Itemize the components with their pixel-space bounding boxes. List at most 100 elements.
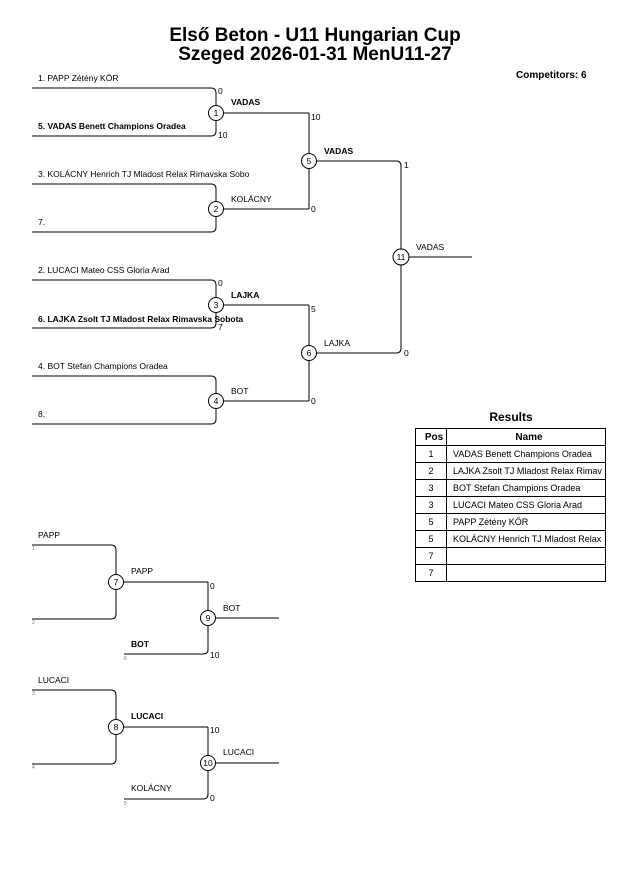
table-row: 7: [415, 547, 606, 565]
competitors-count: Competitors: 6: [516, 70, 587, 81]
result-pos: 7: [415, 547, 447, 565]
repechage-1-top-name: PAPP: [38, 530, 60, 540]
match-8-winner: LUCACI: [131, 711, 163, 721]
match-10-winner: LUCACI: [223, 747, 254, 757]
final-score-bottom: 0: [404, 348, 409, 358]
result-name: LAJKA Zsolt TJ Mladost Relax Rimav: [446, 462, 606, 480]
match-9-circle: [200, 610, 216, 626]
match-7-circle: [108, 574, 124, 590]
match-9-score-bottom: 10: [210, 650, 220, 660]
result-name: [446, 564, 606, 582]
result-pos: 3: [415, 496, 447, 514]
table-row: 7: [415, 564, 606, 582]
result-pos: 1: [415, 445, 447, 463]
match-8-circle: [108, 719, 124, 735]
result-name: LUCACI Mateo CSS Gloria Arad: [446, 496, 606, 514]
match-2-circle: [208, 201, 224, 217]
match-6-circle: [301, 345, 317, 361]
competitor-seed-6: 6. LAJKA Zsolt TJ Mladost Relax Rimavska…: [38, 314, 243, 324]
final-score-top: 1: [404, 160, 409, 170]
match-3-score-bottom: 7: [218, 322, 223, 332]
match-11-number: 11: [397, 252, 406, 262]
repechage-2-top-seed: 3: [32, 691, 35, 697]
match-3-winner: LAJKA: [231, 290, 259, 300]
competitor-seed-2: 2. LUCACI Mateo CSS Gloria Arad: [38, 265, 170, 275]
results-header-pos: Pos: [415, 428, 447, 446]
match-3-score-top: 0: [218, 278, 223, 288]
match-9-number: 9: [206, 613, 211, 623]
result-pos: 3: [415, 479, 447, 497]
match-8-number: 8: [114, 722, 119, 732]
repechage-2-top-name: LUCACI: [38, 675, 69, 685]
match-5-number: 5: [307, 156, 312, 166]
result-pos: 7: [415, 564, 447, 582]
result-name: VADAS Benett Champions Oradea: [446, 445, 606, 463]
match-6-winner: LAJKA: [324, 338, 350, 348]
match-9-score-top: 0: [210, 581, 215, 591]
competitor-seed-3: 3. KOLÁCNY Henrich TJ Mladost Relax Rima…: [38, 169, 250, 179]
result-name: BOT Stefan Champions Oradea: [446, 479, 606, 497]
repechage-2-entrant-seed: 5: [124, 801, 127, 807]
match-5-score-bottom: 0: [311, 204, 316, 214]
match-1-circle: [208, 105, 224, 121]
title-line-2: Szeged 2026-01-31 MenU11-27: [178, 44, 452, 65]
competitor-seed-4: 4. BOT Stefan Champions Oradea: [38, 361, 168, 371]
match-1-number: 1: [214, 108, 219, 118]
match-1-score-bottom: 10: [218, 130, 228, 140]
repechage-2-bottom-seed: 4: [32, 765, 35, 771]
result-name: KOLÁCNY Henrich TJ Mladost Relax: [446, 530, 606, 548]
match-6-score-top: 5: [311, 304, 316, 314]
bracket-text: 1 2 3 4 5 6 11 7 9 8 10 1. PAPP Zétény K…: [32, 73, 445, 807]
match-5-circle: [301, 153, 317, 169]
competitor-seed-8: 8.: [38, 409, 45, 419]
match-11-circle: [392, 248, 410, 266]
competitor-seed-7: 7.: [38, 217, 45, 227]
results-header-row: Pos Name: [415, 428, 606, 446]
page-title: Első Beton - U11 Hungarian Cup Szeged 20…: [0, 26, 630, 64]
repechage-1-bottom-seed: 2: [32, 620, 35, 626]
repechage-1-entrant-seed: 6: [124, 656, 127, 662]
competitor-seed-5: 5. VADAS Benett Champions Oradea: [38, 121, 186, 131]
match-6-score-bottom: 0: [311, 396, 316, 406]
final-winner: VADAS: [416, 242, 445, 252]
result-pos: 5: [415, 530, 447, 548]
match-5-score-top: 10: [311, 112, 321, 122]
match-1-winner: VADAS: [231, 97, 260, 107]
result-name: [446, 547, 606, 565]
match-10-number: 10: [203, 758, 213, 768]
title-line-1: Első Beton - U11 Hungarian Cup: [169, 25, 461, 46]
result-pos: 5: [415, 513, 447, 531]
repechage-1-entrant: BOT: [131, 639, 150, 649]
match-7-number: 7: [114, 577, 119, 587]
match-1-score-top: 0: [218, 86, 223, 96]
result-pos: 2: [415, 462, 447, 480]
match-10-score-bottom: 0: [210, 793, 215, 803]
match-5-winner: VADAS: [324, 146, 353, 156]
match-3-circle: [208, 297, 224, 313]
results-title: Results: [489, 410, 533, 424]
match-4-circle: [208, 393, 224, 409]
repechage-1-top-seed: 1: [32, 546, 35, 552]
match-3-number: 3: [214, 300, 219, 310]
results-header-name: Name: [446, 428, 606, 446]
match-2-winner: KOLÁCNY: [231, 194, 272, 204]
match-6-number: 6: [307, 348, 312, 358]
match-7-winner: PAPP: [131, 566, 153, 576]
match-4-winner: BOT: [231, 386, 248, 396]
match-9-winner: BOT: [223, 603, 240, 613]
competitor-seed-1: 1. PAPP Zétény KÖR: [38, 73, 118, 83]
repechage-lines: [32, 544, 279, 800]
match-2-number: 2: [214, 204, 219, 214]
match-10-circle: [200, 755, 216, 771]
match-4-number: 4: [214, 396, 219, 406]
result-name: PAPP Zétény KÖR: [446, 513, 606, 531]
match-circles: [108, 105, 410, 771]
